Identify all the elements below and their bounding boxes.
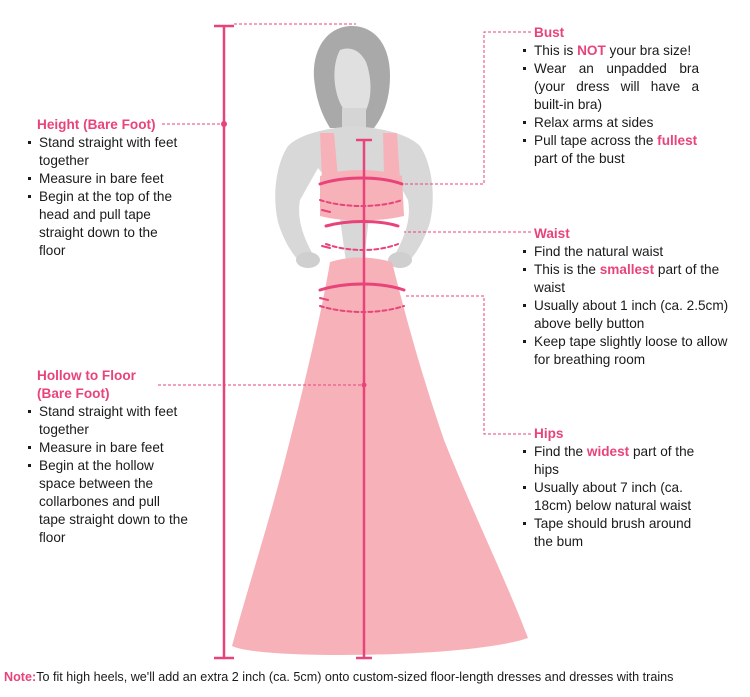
hips-block: Hips Find the widest part of the hips Us… [523, 425, 713, 551]
hips-item-3: Tape should brush around the bum [523, 515, 713, 551]
hips-title: Hips [534, 426, 564, 441]
bust-item-2: Wear an unpadded bra (your dress will ha… [523, 60, 699, 114]
hollow-item-2: Measure in bare feet [28, 439, 188, 457]
bust-item-3: Relax arms at sides [523, 114, 699, 132]
hips-item-2: Usually about 7 inch (ca. 18cm) below na… [523, 479, 713, 515]
waist-title: Waist [534, 226, 570, 241]
hips-widest-highlight: widest [586, 444, 630, 459]
hollow-block: Hollow to Floor (Bare Foot) Stand straig… [28, 367, 188, 547]
waist-item-1: Find the natural waist [523, 243, 733, 261]
waist-item-2: This is the smallest part of the waist [523, 261, 733, 297]
waist-block: Waist Find the natural waist This is the… [523, 225, 733, 369]
bust-item-4: Pull tape across the fullest part of the… [523, 132, 699, 168]
height-item-2: Measure in bare feet [28, 170, 186, 188]
waist-item-4: Keep tape slightly loose to allow for br… [523, 333, 733, 369]
hollow-item-1: Stand straight with feet together [28, 403, 188, 439]
bust-title: Bust [534, 25, 565, 40]
height-title: Height (Bare Foot) [37, 117, 156, 132]
hollow-bar [356, 138, 372, 660]
bust-not-highlight: NOT [577, 43, 606, 58]
footnote: Note:To fit high heels, we'll add an ext… [4, 670, 750, 684]
bust-fullest-highlight: fullest [657, 133, 698, 148]
hollow-title-line2: (Bare Foot) [37, 386, 110, 401]
height-item-1: Stand straight with feet together [28, 134, 186, 170]
note-text: To fit high heels, we'll add an extra 2 … [36, 670, 674, 684]
hollow-item-3: Begin at the hollow space between the co… [28, 457, 188, 547]
hips-item-1: Find the widest part of the hips [523, 443, 713, 479]
dress [232, 133, 528, 656]
note-label: Note: [4, 670, 37, 684]
height-item-3: Begin at the top of the head and pull ta… [28, 188, 186, 260]
waist-smallest-highlight: smallest [599, 262, 655, 277]
bust-item-1: This is NOT your bra size! [523, 42, 699, 60]
height-bar [214, 24, 234, 660]
height-block: Height (Bare Foot) Stand straight with f… [28, 116, 186, 260]
leader-lines [158, 23, 531, 435]
waist-item-3: Usually about 1 inch (ca. 2.5cm) above b… [523, 297, 733, 333]
bust-block: Bust This is NOT your bra size! Wear an … [523, 24, 699, 168]
hollow-title-line1: Hollow to Floor [37, 368, 136, 383]
